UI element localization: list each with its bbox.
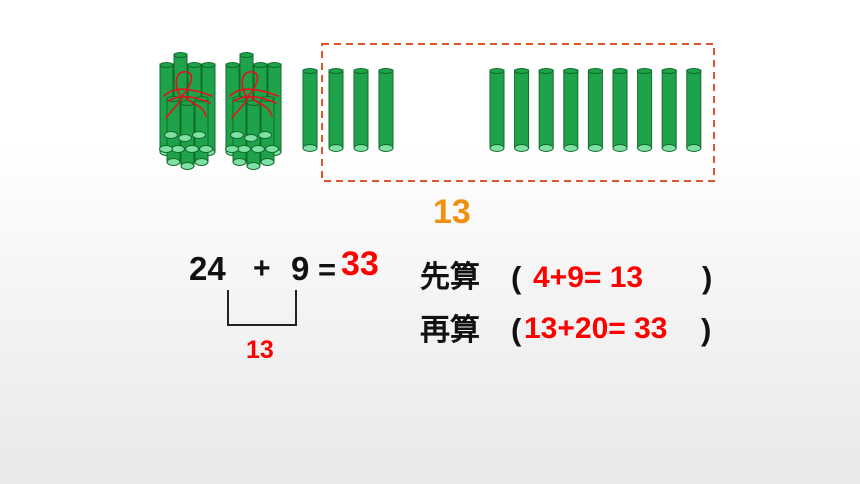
- loose-stick: [378, 68, 394, 152]
- step2-close-paren: ): [701, 312, 712, 347]
- stick-end: [164, 131, 178, 139]
- stick-end: [237, 145, 251, 153]
- loose-stick: [328, 68, 344, 152]
- ten-stick-bundles: [159, 52, 282, 170]
- added-stick: [661, 68, 677, 152]
- stick-end: [199, 145, 213, 153]
- bundle-of-ten: [225, 52, 282, 170]
- stick-end: [265, 145, 279, 153]
- box-total-label: 13: [433, 193, 471, 231]
- red-tie: [229, 71, 279, 119]
- bundle-stick: [232, 96, 247, 166]
- added-stick: [514, 68, 530, 152]
- loose-stick: [353, 68, 369, 152]
- bundle-stick: [166, 96, 181, 166]
- loose-sticks: [302, 68, 394, 152]
- partial-sum-bracket: [227, 290, 297, 326]
- added-stick: [489, 68, 505, 152]
- step2-open-paren: (: [511, 312, 522, 347]
- stick-end: [244, 134, 258, 142]
- bracket-value: 13: [246, 336, 274, 364]
- stick-end: [230, 131, 244, 139]
- bundle-stick: [194, 96, 209, 166]
- stick-end: [251, 145, 265, 153]
- loose-stick: [302, 68, 318, 152]
- added-sticks: [489, 68, 702, 152]
- added-stick: [686, 68, 702, 152]
- red-tie: [163, 71, 213, 119]
- stick-end: [185, 145, 199, 153]
- sum-result: 33: [341, 245, 379, 283]
- addend-b: 9: [291, 250, 310, 287]
- step1-expression: 4+9= 13: [533, 261, 644, 294]
- step2-expression: 13+20= 33: [524, 312, 668, 345]
- stick-end: [225, 145, 239, 153]
- stick-end: [258, 131, 272, 139]
- step1-close-paren: ): [702, 260, 713, 295]
- added-stick: [563, 68, 579, 152]
- added-stick: [637, 68, 653, 152]
- added-stick: [538, 68, 554, 152]
- stick-end: [192, 131, 206, 139]
- stick-end: [159, 145, 173, 153]
- bundle-of-ten: [159, 52, 216, 170]
- equals-sign: =: [318, 252, 337, 287]
- added-stick: [587, 68, 603, 152]
- added-stick: [612, 68, 628, 152]
- stick-end: [171, 145, 185, 153]
- step1-label: 先算: [420, 260, 480, 295]
- step2-label: 再算: [420, 313, 480, 348]
- regroup-dashed-box: [321, 43, 715, 182]
- plus-sign: +: [253, 252, 271, 285]
- addend-a: 24: [189, 250, 226, 287]
- step1-open-paren: (: [511, 260, 522, 295]
- bundle-stick: [260, 96, 275, 166]
- stick-end: [178, 134, 192, 142]
